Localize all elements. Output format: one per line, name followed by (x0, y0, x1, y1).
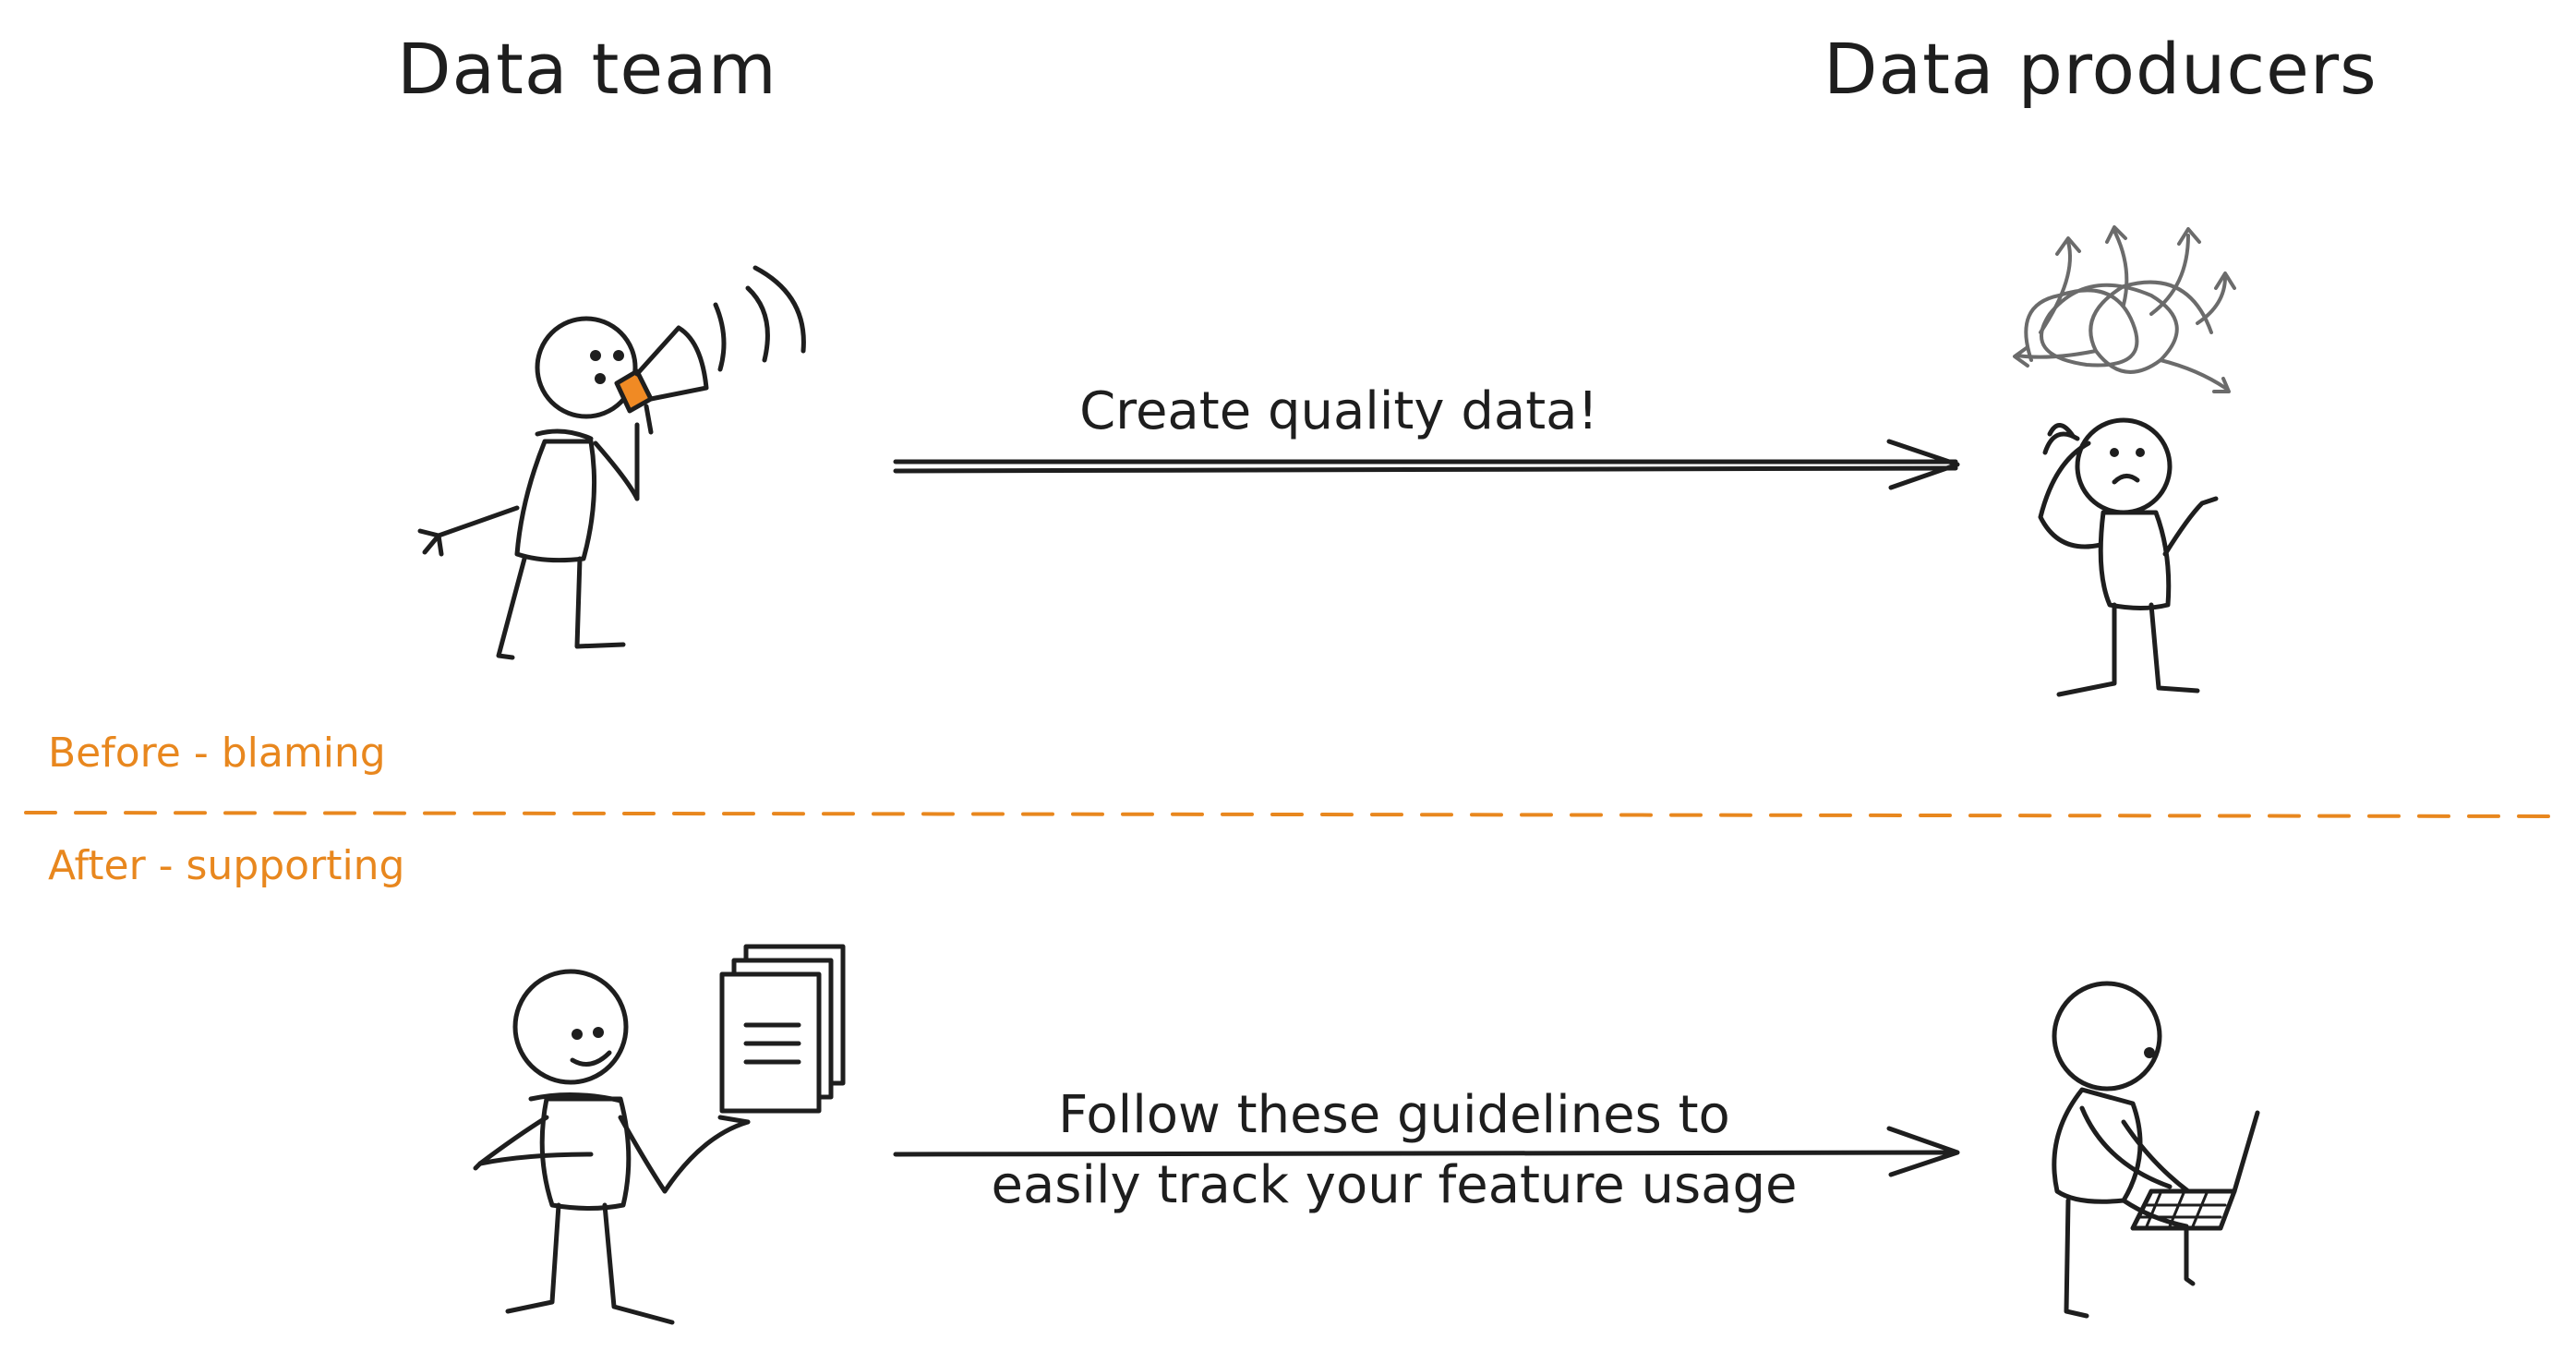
arrow-bottom (893, 1126, 1960, 1177)
phase-before-label: Before - blaming (48, 730, 386, 777)
figure-confused-producer (2038, 417, 2219, 697)
laptop-icon (2130, 1110, 2260, 1231)
header-data-producers: Data producers (1824, 28, 2377, 110)
tangled-arrows-icon (2013, 225, 2236, 393)
message-top-text: Create quality data! (1079, 381, 1598, 441)
megaphone-icon (614, 265, 806, 435)
message-bottom: Follow these guidelines to easily track … (905, 1080, 1884, 1221)
figure-data-team-supporting (473, 969, 751, 1325)
divider-line (24, 811, 2564, 818)
message-top: Create quality data! (1016, 377, 1662, 447)
message-bottom-line2: easily track your feature usage (991, 1155, 1798, 1215)
message-bottom-line1: Follow these guidelines to (1058, 1085, 1730, 1145)
documents-icon (719, 944, 846, 1114)
figure-producer-on-laptop (2052, 981, 2196, 1319)
phase-after-label: After - supporting (48, 842, 405, 889)
header-data-team: Data team (397, 28, 777, 110)
arrow-top (893, 439, 1960, 490)
figure-data-team-shouting (417, 316, 640, 660)
